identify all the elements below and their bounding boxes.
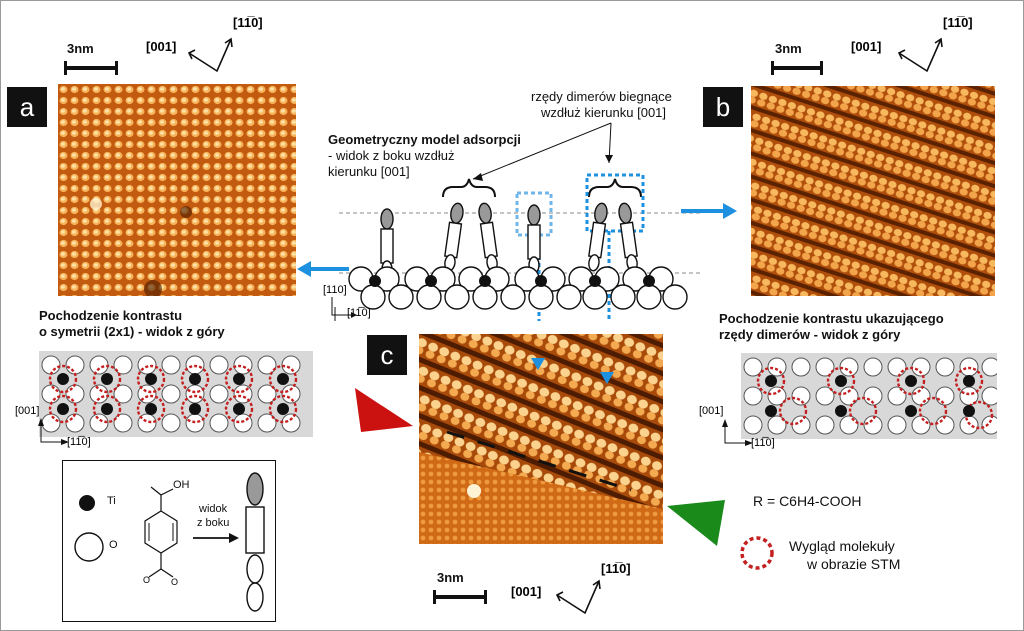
axis-arrows-a xyxy=(187,37,233,73)
top-view-2x1 xyxy=(39,351,313,437)
direction-1-10-c: [11̅0] xyxy=(601,561,631,576)
panel-label-b: b xyxy=(703,87,743,127)
rows-label-line1: rzędy dimerów biegnące xyxy=(531,89,672,104)
top-view-dimer-rows xyxy=(741,353,997,439)
axis-arrows-b xyxy=(897,37,943,73)
left-caption-line1: Pochodzenie kontrastu xyxy=(39,308,183,323)
blue-arrowheads-c xyxy=(531,358,614,384)
legend-box xyxy=(62,460,276,622)
right-axis-001: [001] xyxy=(699,405,724,417)
rows-label-line2: wzdłuż kierunku [001] xyxy=(541,105,667,120)
model-title-line1: Geometryczny model adsorpcji xyxy=(328,132,521,147)
legend-ti-symbol xyxy=(79,495,95,511)
legend-oh-label: OH xyxy=(173,479,190,491)
right-caption-line1: Pochodzenie kontrastu ukazującego xyxy=(719,311,944,326)
model-title-line2: - widok z boku wzdłuż xyxy=(328,148,455,163)
blue-arrow-to-b xyxy=(681,203,737,219)
direction-1-10-a: [11̅0] xyxy=(233,15,263,30)
blue-arrow-to-a xyxy=(297,261,349,277)
stm-image-a xyxy=(58,84,296,296)
scale-bar-b xyxy=(771,61,823,75)
direction-001-c: [001] xyxy=(511,584,542,599)
right-axis-arrows xyxy=(722,419,753,446)
axis-arrows-c xyxy=(555,579,601,615)
legend-ti-label: Ti xyxy=(107,495,116,507)
molecule-legend-line1: Wygląd molekuły xyxy=(789,538,895,554)
legend-view-arrow xyxy=(193,533,239,543)
model-axis-110: [110] xyxy=(323,284,347,296)
red-viewpoint-marker xyxy=(355,388,413,432)
svg-text:O: O xyxy=(171,577,178,587)
right-axis-1-10: [11̅0] xyxy=(751,437,775,449)
direction-001-b: [001] xyxy=(851,39,882,54)
r-formula: R = C6H4-COOH xyxy=(753,493,862,509)
green-viewpoint-marker xyxy=(667,500,725,546)
left-axis-1-10: [11̅0] xyxy=(67,436,91,448)
legend-o-label: O xyxy=(109,539,118,551)
left-axis-001: [001] xyxy=(15,405,40,417)
legend-molecule-side-view xyxy=(245,472,265,612)
svg-text:O: O xyxy=(143,575,150,585)
legend-view-line2: z boku xyxy=(197,517,230,529)
right-caption-line2: rzędy dimerów - widok z góry xyxy=(719,327,901,342)
left-caption-line2: o symetrii (2x1) - widok z góry xyxy=(39,324,225,339)
molecule-legend-line2: w obrazie STM xyxy=(807,556,901,572)
side-view-model xyxy=(334,122,701,321)
scale-label-a: 3nm xyxy=(67,41,94,56)
scale-label-c: 3nm xyxy=(437,570,464,585)
direction-001-a: [001] xyxy=(146,39,177,54)
model-title-line3: kierunku [001] xyxy=(328,164,410,179)
panel-label-c: c xyxy=(367,335,407,375)
stm-image-c xyxy=(419,334,663,544)
left-axis-arrows xyxy=(38,418,69,445)
terephthalic-acid-structure: O O xyxy=(143,486,178,587)
scale-label-b: 3nm xyxy=(775,41,802,56)
scale-bar-c xyxy=(433,590,487,604)
legend-o-symbol xyxy=(74,532,104,562)
legend-view-line1: widok xyxy=(199,503,228,515)
stm-appearance-symbol xyxy=(740,536,774,570)
model-axis-arrows xyxy=(331,297,357,318)
stm-image-b xyxy=(751,86,995,296)
panel-label-a: a xyxy=(7,87,47,127)
scale-bar-a xyxy=(64,61,118,75)
direction-1-10-b: [11̅0] xyxy=(943,15,973,30)
